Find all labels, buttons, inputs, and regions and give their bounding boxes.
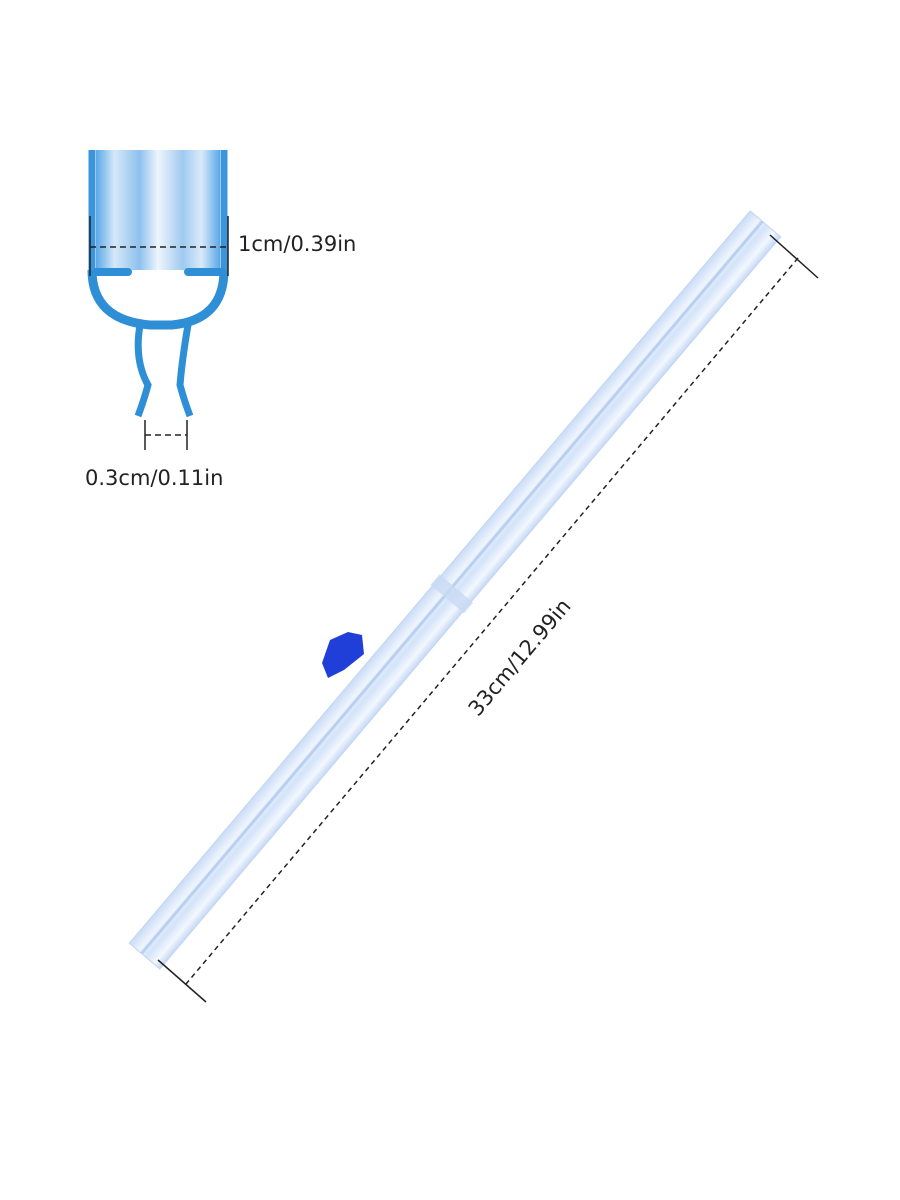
seal-cup — [87, 269, 229, 330]
seal-leg-right — [176, 324, 194, 418]
seal-cross-section — [87, 150, 229, 418]
rod-clip — [322, 632, 364, 678]
width-label: 1cm/0.39in — [238, 232, 356, 256]
length-dimension — [157, 234, 819, 1003]
seal-strip-rod — [128, 210, 782, 970]
gap-label: 0.3cm/0.11in — [85, 466, 223, 490]
width-dimension — [89, 216, 229, 276]
seal-leg-left — [134, 324, 152, 418]
gap-dimension — [144, 420, 188, 450]
length-label: 33cm/12.99in — [464, 594, 576, 720]
